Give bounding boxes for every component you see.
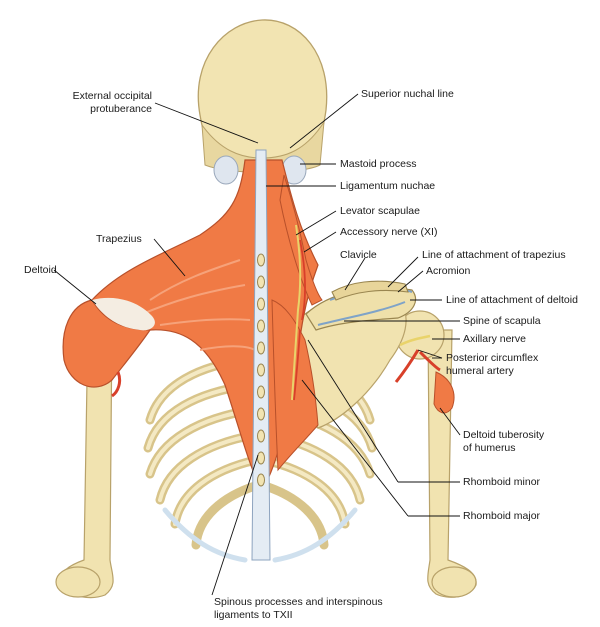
label-line-of-attachment-deltoid: Line of attachment of deltoid (446, 294, 578, 306)
label-rhomboid-minor: Rhomboid minor (463, 476, 541, 488)
posterior-circumflex-artery-right (394, 349, 441, 383)
label-spine-of-scapula: Spine of scapula (463, 315, 541, 327)
label-line: External occipital (72, 90, 152, 102)
label-rhomboid-major: Rhomboid major (463, 510, 541, 522)
label-mastoid-process: Mastoid process (340, 158, 417, 170)
label-line: Posterior circumflex (446, 352, 539, 364)
label-line-of-attachment-trapezius: Line of attachment of trapezius (422, 249, 566, 261)
right-epicondyle (431, 566, 477, 598)
label-clavicle: Clavicle (340, 249, 377, 261)
label-superior-nuchal-line: Superior nuchal line (361, 88, 454, 100)
costal-cartilage (162, 507, 358, 563)
label-external-occipital-protuberance: External occipital protuberance (50, 90, 152, 115)
posterior-circumflex-artery-left (111, 371, 122, 398)
spinous-processes (257, 253, 265, 487)
label-line: humeral artery (446, 364, 514, 377)
deltoid-attachment-line (317, 301, 406, 326)
label-deltoid: Deltoid (24, 264, 57, 276)
trapezius-highlight (139, 259, 256, 351)
left-humerus (55, 319, 114, 599)
skull (197, 19, 328, 185)
axillary-nerve-path (399, 334, 431, 347)
left-mastoid (213, 155, 239, 185)
label-line: protuberance (90, 102, 152, 115)
accessory-nerve-path (291, 224, 302, 401)
label-posterior-circumflex-humeral-artery: Posterior circumflex humeral artery (446, 352, 538, 377)
artery-branches (293, 239, 306, 401)
ligamentum-nuchae-band (251, 149, 271, 561)
label-line: Deltoid tuberosity (463, 429, 545, 441)
label-acromion: Acromion (426, 265, 471, 277)
label-axillary-nerve: Axillary nerve (463, 333, 527, 345)
label-line: ligaments to TXII (214, 608, 293, 621)
label-trapezius: Trapezius (96, 233, 142, 245)
levator-scapulae-muscle (279, 174, 323, 306)
label-levator-scapulae: Levator scapulae (340, 205, 420, 217)
label-deltoid-tuberosity: Deltoid tuberosity of humerus (463, 429, 544, 454)
deltoid-tendon (92, 297, 155, 331)
label-spinous-processes: Spinous processes and interspinous ligam… (214, 596, 383, 621)
left-epicondyle (55, 566, 101, 598)
label-ligamentum-nuchae: Ligamentum nuchae (340, 180, 436, 192)
label-line: Spinous processes and interspinous (214, 596, 383, 608)
right-deltoid-remnant (433, 371, 455, 414)
label-accessory-nerve: Accessory nerve (XI) (340, 226, 438, 238)
label-line: of humerus (463, 441, 516, 454)
leader-lines (53, 93, 461, 596)
